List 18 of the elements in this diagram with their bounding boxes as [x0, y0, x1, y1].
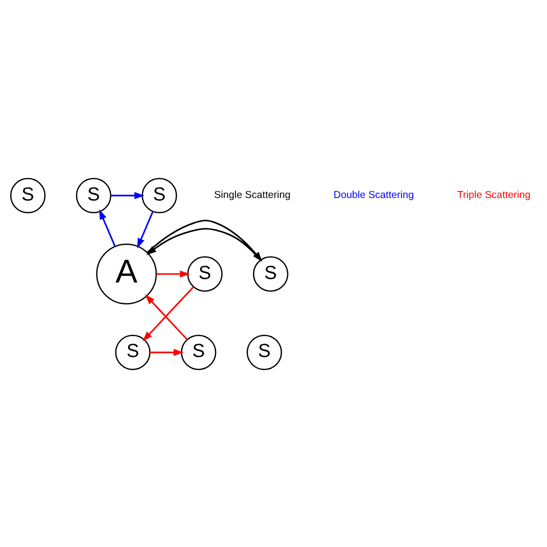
arrow	[150, 348, 184, 356]
label: Double Scattering	[334, 190, 414, 201]
arrow	[137, 210, 154, 248]
node-circle: S	[246, 334, 282, 370]
label: Single Scattering	[214, 190, 291, 201]
node-circle: S	[115, 334, 151, 370]
arrow	[142, 286, 194, 341]
label: Triple Scattering	[457, 190, 530, 201]
node-circle: S	[10, 177, 46, 213]
arrow	[156, 270, 190, 278]
node-circle: S	[180, 334, 216, 370]
node-circle: S	[142, 177, 178, 213]
arrow	[144, 294, 188, 340]
node-circle: S	[76, 177, 112, 213]
arrow	[110, 192, 145, 199]
node-circle: S	[252, 256, 288, 292]
node-circle: S	[187, 256, 223, 292]
arrow	[99, 208, 116, 246]
